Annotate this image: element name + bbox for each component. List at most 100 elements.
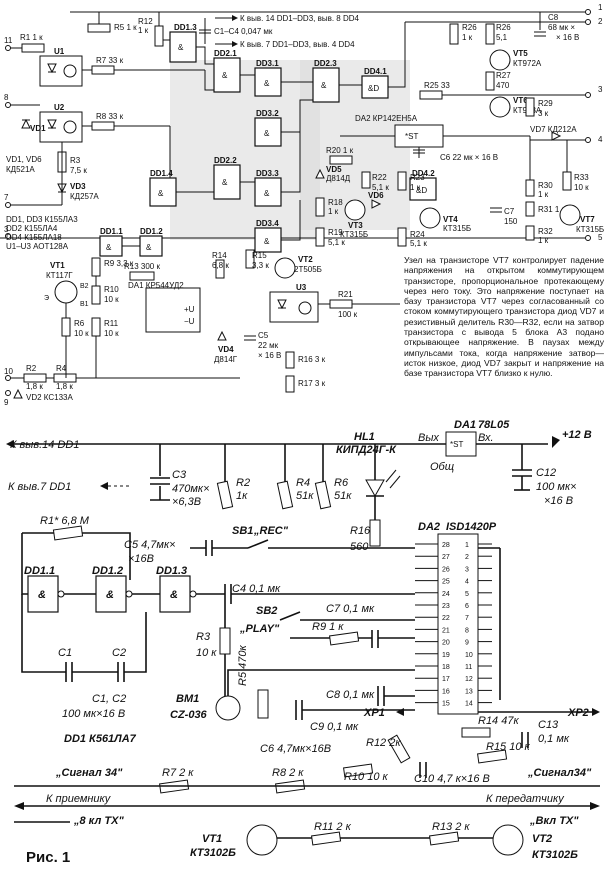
vd5-type: Д814Д — [326, 174, 351, 183]
r3-value: 7,5 к — [70, 166, 87, 175]
term-8: 8 — [4, 93, 9, 102]
vt4-type: КТ315Б — [443, 224, 471, 233]
xp2-label: XP2 — [567, 707, 589, 719]
r33-label: R33 — [574, 173, 589, 182]
da1-opamp — [145, 287, 201, 333]
to-dd1-14: К выв.14 DD1 — [10, 439, 79, 451]
r26a-value: 1 к — [462, 33, 473, 42]
r5-label: R5 1 к — [114, 23, 137, 32]
c1c2-value: 100 мк×16 В — [62, 708, 125, 720]
svg-text:DD3.4: DD3.4 — [256, 219, 279, 228]
gate-dd3-4: DD3.4 & — [254, 219, 282, 253]
vt2-transistor — [274, 257, 296, 279]
svg-text:DD1.3: DD1.3 — [156, 565, 187, 577]
vt6-transistor — [489, 96, 511, 118]
bm1-microphone — [215, 695, 241, 721]
c5-label: C5 — [258, 331, 269, 340]
term-3b: 3 — [4, 225, 9, 234]
vt2b-type: КТ3102Б — [532, 849, 578, 861]
to-transmitter: К передатчику — [486, 793, 565, 805]
vt4-label: VT4 — [443, 215, 458, 224]
r26b-value: 5,1 — [496, 33, 508, 42]
r12-label: R12 — [138, 17, 153, 26]
da2-pin-right: 10 — [465, 652, 473, 659]
svg-text:&: & — [264, 237, 270, 246]
vd1vd6-label: VD1, VD6 — [6, 155, 42, 164]
svg-text:&: & — [178, 43, 184, 52]
da2-pin-left: 18 — [442, 664, 450, 671]
term-1: 1 — [598, 3, 603, 12]
sig34-left: „Сигнал 34" — [55, 767, 123, 779]
r10b-label: R10 10 к — [344, 771, 389, 783]
r9b-label: R9 1 к — [312, 621, 344, 633]
r12b-label: R12 2к — [366, 737, 401, 749]
sb1-rec: „REC" — [253, 525, 289, 537]
vt2-type: 2Т505Б — [294, 265, 322, 274]
c7b-label: C7 0,1 мк — [326, 603, 375, 615]
gate-b-dd1-2: DD1.2 & — [92, 565, 133, 613]
vd3-type: КД257А — [70, 192, 99, 201]
da2-pin-left: 27 — [442, 554, 450, 561]
r2b-label: R2 — [236, 477, 250, 489]
description-paragraph: Узел на транзисторе VT7 контролирует пад… — [404, 255, 604, 379]
r6-value: 10 к — [74, 329, 89, 338]
da2-label: DA2 КР142ЕН5А — [355, 114, 418, 123]
txon-label: „Вкл TX" — [529, 815, 579, 827]
r1b-label: R1* 6,8 М — [40, 515, 90, 527]
vt5-label: VT5 — [513, 49, 528, 58]
da2-st: *ST — [405, 132, 418, 141]
svg-text:&: & — [222, 71, 228, 80]
r3b-label: R3 — [196, 631, 211, 643]
svg-text:DD1.1: DD1.1 — [24, 565, 55, 577]
r13-label: R13 300 к — [124, 262, 160, 271]
term-9: 9 — [4, 398, 9, 407]
r3b-value: 10 к — [196, 647, 217, 659]
svg-text:&: & — [170, 589, 178, 601]
svg-text:&: & — [106, 589, 114, 601]
r10-label: R10 — [104, 285, 119, 294]
r5b-label: R5 470к — [237, 645, 249, 686]
vcc-label: К выв. 14 DD1–DD3, выв. 8 DD4 — [240, 14, 360, 23]
gate-dd1-1: DD1.1 & — [99, 227, 123, 257]
r6b-value: 51к — [334, 490, 352, 502]
vt7-label: VT7 — [580, 215, 595, 224]
r11-value: 10 к — [104, 329, 119, 338]
da2-pin-left: 17 — [442, 676, 450, 683]
c4b-label: C4 0,1 мк — [232, 583, 281, 595]
r15-label: R15 — [252, 251, 267, 260]
r32-value: 1 к — [538, 236, 549, 245]
c8b-label: C8 0,1 мк — [326, 689, 375, 701]
c13b-label: C13 — [538, 719, 559, 731]
da2-pin-right: 13 — [465, 688, 473, 695]
vt1-label: VT1 — [50, 261, 65, 270]
da1b-st: *ST — [450, 440, 463, 449]
vt1-type: КТ117Г — [46, 271, 73, 280]
svg-text:&: & — [264, 129, 270, 138]
c5-value: 22 мк — [258, 341, 279, 350]
c8-value2: × 16 В — [556, 33, 579, 42]
r25-label: R25 33 — [424, 81, 450, 90]
r19-label: R19 — [328, 228, 343, 237]
r15b-label: R15 10 к — [486, 741, 531, 753]
r29-label: R29 — [538, 99, 553, 108]
sig34-right: „Сигнал34" — [527, 767, 592, 779]
vd4-label: VD4 — [218, 345, 234, 354]
vt1-b2: B2 — [80, 283, 89, 290]
r8-label: R8 33 к — [96, 112, 124, 121]
r16-label: R16 3 к — [298, 355, 326, 364]
r11b-label: R11 2 к — [314, 821, 352, 833]
c6-label: C6 22 мк × 16 В — [440, 153, 498, 162]
vt1b-type: КТ3102Б — [190, 847, 236, 859]
svg-text:&: & — [158, 189, 164, 198]
da2-pin-right: 12 — [465, 676, 473, 683]
r6b-label: R6 — [334, 477, 349, 489]
da2-pin-left: 24 — [442, 591, 450, 598]
da2-pin-right: 1 — [465, 542, 469, 549]
da2-pin-right: 9 — [465, 640, 469, 647]
r26a-label: R26 — [462, 23, 477, 32]
vt1b-label: VT1 — [202, 833, 222, 845]
svg-text:DD4.2: DD4.2 — [412, 169, 435, 178]
r23-value: 1 к — [410, 183, 421, 192]
svg-text:&: & — [106, 243, 112, 252]
